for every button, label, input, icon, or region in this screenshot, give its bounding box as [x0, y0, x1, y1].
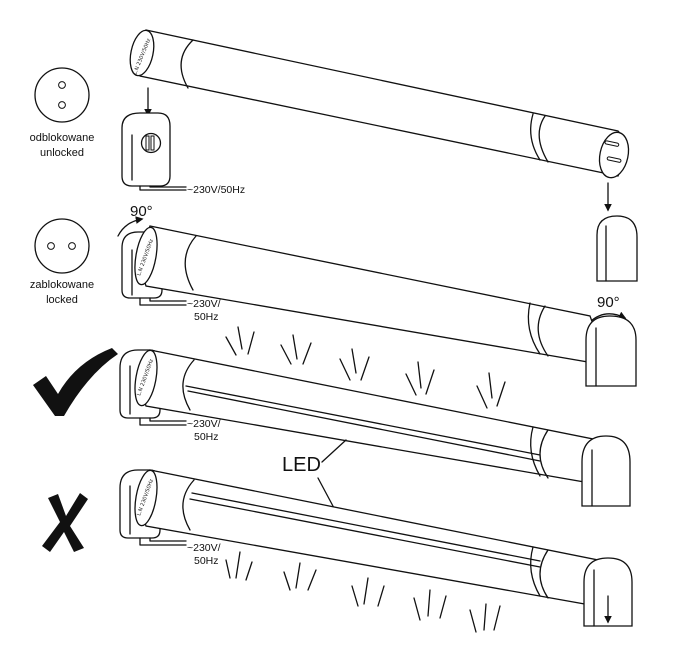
label-locked-en: locked [46, 294, 78, 306]
rotation-label-left: 90° [130, 203, 153, 220]
lamp-holder-right [596, 215, 638, 282]
led-tube: L.N 230V/50Hz [134, 225, 596, 363]
step-correct: L.N 230V/50Hz ~230V/ 50Hz [33, 326, 631, 507]
led-tube: L.N 230V/50Hz [134, 349, 604, 485]
voltage-label-2: 50Hz [194, 555, 219, 567]
rotation-label-right: 90° [597, 294, 620, 311]
socket-locked-icon [34, 218, 90, 274]
voltage-label-1: ~230V/ [187, 418, 221, 430]
voltage-label-1: ~230V/ [187, 298, 221, 310]
voltage-label: ~230V/50Hz [187, 184, 245, 196]
voltage-label-1: ~230V/ [187, 542, 221, 554]
step-wrong: L.N 230V/50Hz ~230V/ 50Hz [42, 469, 633, 633]
led-callout: LED [282, 439, 347, 509]
light-rays-top [225, 326, 506, 409]
socket-unlocked-icon [34, 67, 90, 123]
lamp-holder-left [121, 112, 171, 187]
led-label: LED [282, 454, 321, 476]
step-locked: zablokowane locked 90° 90° L.N 230V/50Hz… [30, 203, 637, 387]
step-unlocked: odblokowane unlocked L.N 230V/50Hz [30, 29, 638, 282]
light-rays-bottom [225, 551, 501, 633]
label-unlocked-pl: odblokowane [30, 132, 95, 144]
x-mark-icon [42, 493, 88, 552]
check-mark-icon [33, 348, 118, 416]
label-locked-pl: zablokowane [30, 279, 94, 291]
voltage-label-2: 50Hz [194, 311, 219, 323]
label-unlocked-en: unlocked [40, 147, 84, 159]
voltage-label-2: 50Hz [194, 431, 219, 443]
led-tube: L.N 230V/50Hz [129, 29, 630, 179]
